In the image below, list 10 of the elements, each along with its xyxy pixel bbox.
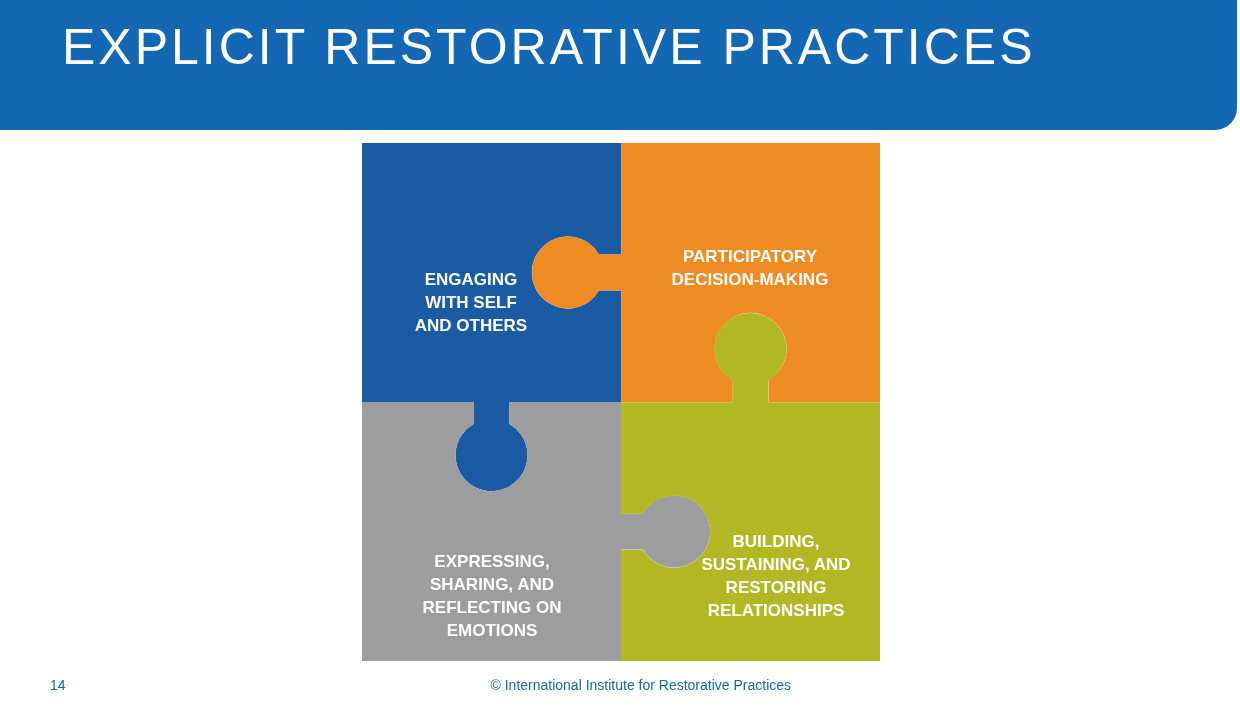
- slide-title: EXPLICIT RESTORATIVE PRACTICES: [62, 18, 1036, 76]
- page-number: 14: [50, 677, 66, 693]
- puzzle-piece: [362, 143, 621, 492]
- puzzle-piece: [531, 143, 880, 402]
- piece-label: PARTICIPATORY DECISION-MAKING: [670, 246, 830, 291]
- copyright-notice: © International Institute for Restorative Practices: [490, 677, 792, 693]
- puzzle-piece: [621, 312, 880, 661]
- piece-label: EXPRESSING, SHARING, AND REFLECTING ON EMOTIONS: [421, 551, 563, 642]
- piece-label: ENGAGING WITH SELF AND OTHERS: [413, 269, 529, 337]
- piece-label: BUILDING, SUSTAINING, AND RESTORING RELATIONSHIPS: [700, 531, 852, 622]
